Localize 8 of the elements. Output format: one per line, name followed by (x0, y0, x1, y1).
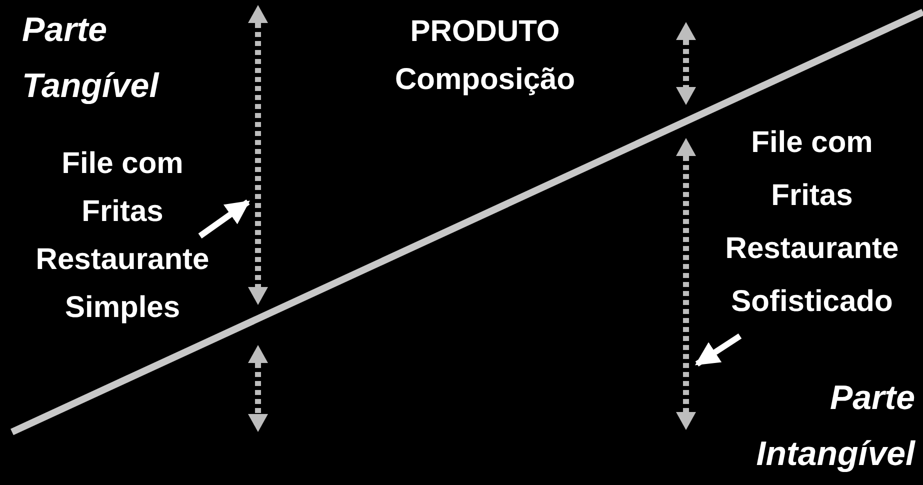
heading: PRODUTO (409, 14, 561, 50)
side-heading: Parte Tangível (22, 10, 160, 107)
leader-line (198, 200, 250, 238)
side-heading: Parte Intangível (755, 378, 915, 475)
annotation-text: File com Fritas Restaurante Simples (30, 140, 215, 332)
annotation-text: File com Fritas Restaurante Sofisticado (712, 116, 912, 328)
heading: Composição (394, 62, 576, 98)
leader-line (695, 333, 742, 367)
